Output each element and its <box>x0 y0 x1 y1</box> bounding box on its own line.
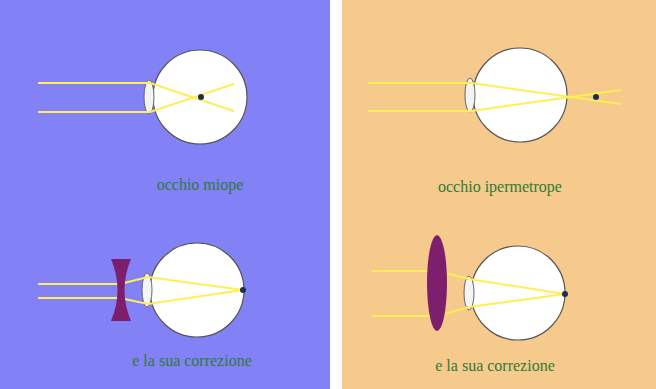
hyperopia-panel <box>342 0 656 389</box>
myopic-eye <box>38 50 247 144</box>
convex-lens <box>427 235 447 331</box>
hyperopia-correction <box>372 235 568 340</box>
correction-caption: e la sua correzione <box>435 356 554 375</box>
myopia-panel <box>0 0 330 389</box>
eye-caption: occhio ipermetrope <box>438 177 562 196</box>
hyperopic-eye <box>368 48 621 142</box>
correction-caption: e la sua correzione <box>132 351 251 370</box>
concave-lens <box>111 259 131 321</box>
myopia-correction <box>38 243 246 337</box>
eye-caption: occhio miope <box>157 175 244 194</box>
